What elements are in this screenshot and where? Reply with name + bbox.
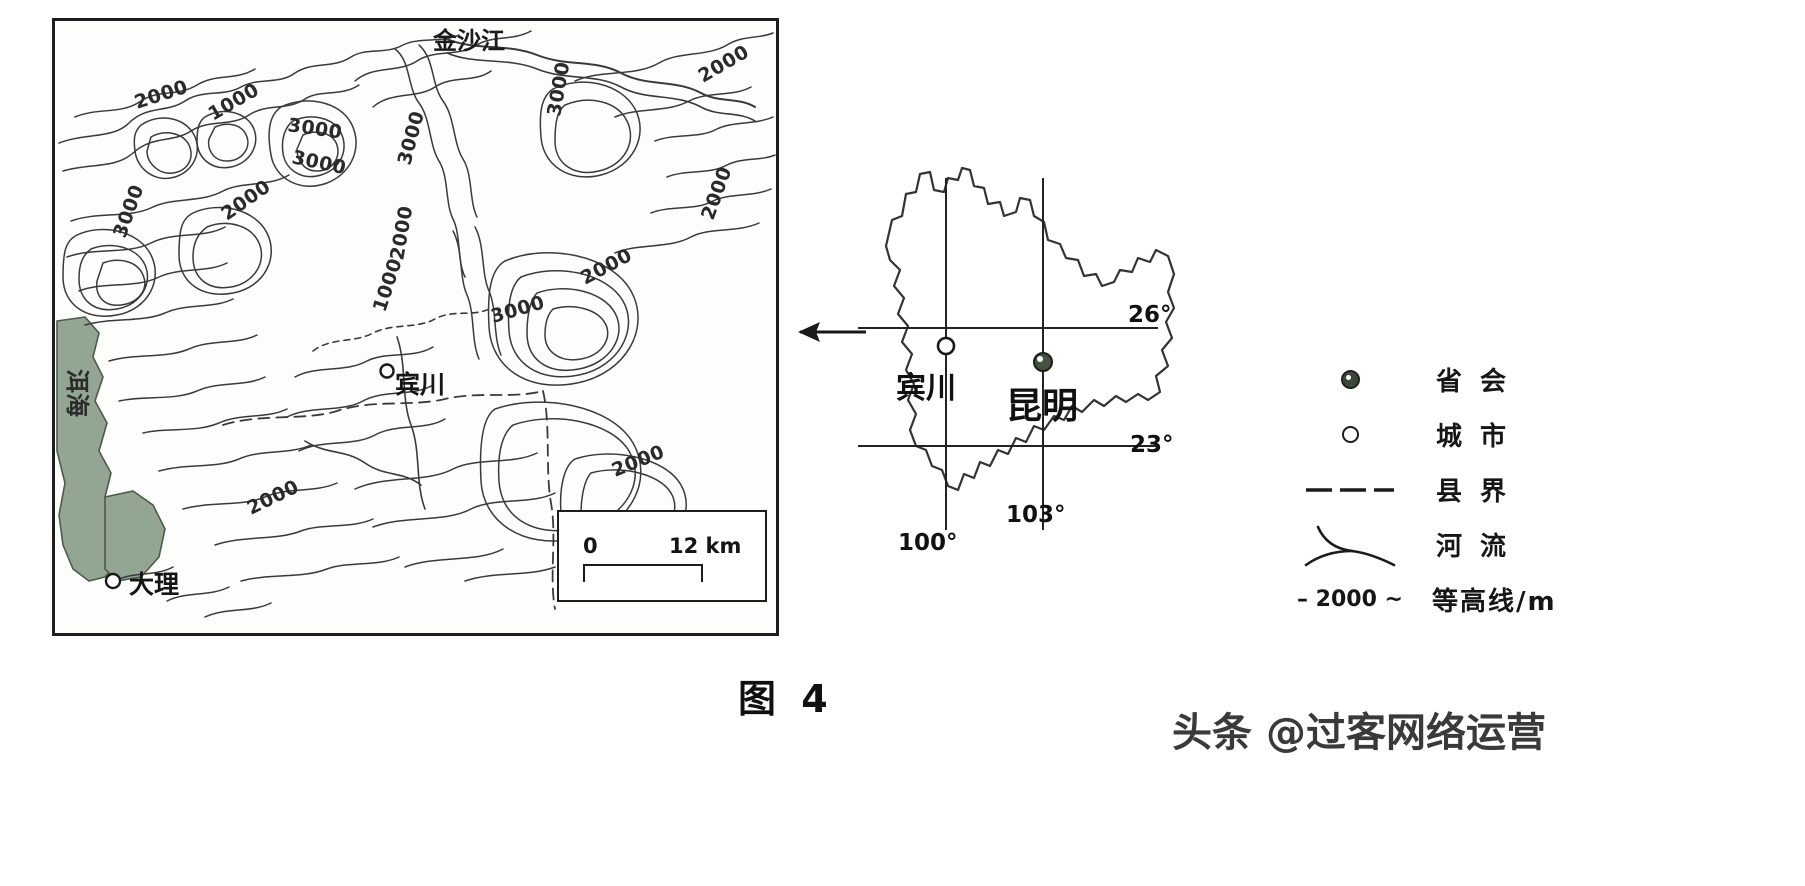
contour-label: 2000 — [217, 176, 275, 226]
provincial-capital-icon — [1290, 360, 1410, 400]
map-legend: 省会 城市 县界 河流 — [1290, 352, 1720, 627]
legend-label-river: 河流 — [1436, 532, 1525, 562]
inset-label-kunming: 昆明 — [1006, 386, 1078, 427]
main-topographic-map: 大理 宾川 洱海 金沙江 2000 1000 3000 3000 3000 30… — [52, 18, 779, 636]
inset-latitude-26-label: 26° — [1128, 302, 1172, 328]
inner-river-2 — [304, 440, 422, 486]
legend-label-county-boundary: 县界 — [1436, 477, 1525, 507]
main-map-label-dali: 大理 — [129, 570, 179, 599]
contour-label: 1000 — [205, 79, 264, 125]
river-icon — [1290, 525, 1410, 566]
watermark: 头条 @过客网络运营 — [1172, 700, 1546, 758]
legend-item-contour: – 2000 ~ 等高线/m — [1290, 572, 1720, 627]
inner-river — [396, 336, 426, 510]
scale-bar-graphic — [583, 564, 703, 582]
binchuan-city-marker — [379, 363, 395, 379]
contour-label: 2000 — [609, 441, 668, 482]
contour-sample-value: – 2000 ~ — [1297, 587, 1403, 612]
dali-city-marker — [104, 572, 122, 590]
erhai-lake-south-lobe — [104, 490, 166, 582]
legend-item-provincial-capital: 省会 — [1290, 352, 1720, 407]
contour-label: 2000 — [697, 164, 736, 223]
contour-label: 2000 — [577, 244, 636, 289]
main-map-label-jinshajiang: 金沙江 — [432, 27, 505, 55]
inset-locator-map: 宾川 昆明 26° 23° 100° 103° — [828, 150, 1218, 570]
county-boundary-2 — [542, 390, 556, 610]
contour-label: 2000 — [132, 76, 191, 114]
contour-label: 1000 — [369, 256, 407, 315]
county-boundary — [222, 390, 544, 426]
inset-label-binchuan: 宾川 — [896, 371, 956, 406]
contour-label: 2000 — [386, 204, 417, 262]
legend-item-city: 城市 — [1290, 407, 1720, 462]
locator-arrow-icon — [798, 322, 866, 342]
inset-longitude-103-label: 103° — [1006, 502, 1066, 528]
main-map-label-binchuan: 宾川 — [395, 370, 445, 399]
contour-labels: 2000 1000 3000 3000 3000 3000 2000 2000 … — [109, 41, 753, 520]
contour-label: 2000 — [244, 476, 303, 520]
inset-binchuan-marker — [936, 336, 956, 356]
county-boundary-icon — [1290, 470, 1410, 510]
legend-label-provincial-capital: 省会 — [1436, 367, 1525, 397]
legend-item-river: 河流 — [1290, 517, 1720, 572]
contour-label: 3000 — [543, 60, 574, 118]
scale-bar-max-label: 12 km — [669, 534, 742, 558]
contour-label: 2000 — [695, 41, 754, 87]
main-map-label-erhai: 洱海 — [63, 369, 91, 417]
inset-latitude-23-label: 23° — [1130, 432, 1174, 458]
legend-label-contour: 等高线/m — [1432, 587, 1557, 617]
contour-label: 3000 — [394, 109, 429, 168]
contour-icon: – 2000 ~ — [1290, 580, 1410, 620]
inset-kunming-capital-marker — [1033, 352, 1053, 372]
watermark-brand: 头条 — [1172, 710, 1252, 756]
figure-caption: 图 4 — [738, 677, 834, 721]
scale-bar-min-label: 0 — [583, 534, 598, 558]
legend-item-county-boundary: 县界 — [1290, 462, 1720, 517]
scale-bar-box: 0 12 km — [557, 510, 767, 602]
contour-label: 3000 — [488, 292, 547, 328]
city-icon — [1290, 415, 1410, 455]
watermark-handle: @过客网络运营 — [1266, 710, 1546, 756]
contour-label: 3000 — [286, 114, 343, 143]
legend-label-city: 城市 — [1436, 422, 1525, 452]
map-city-symbols — [104, 363, 395, 590]
inset-longitude-100-label: 100° — [898, 530, 958, 556]
